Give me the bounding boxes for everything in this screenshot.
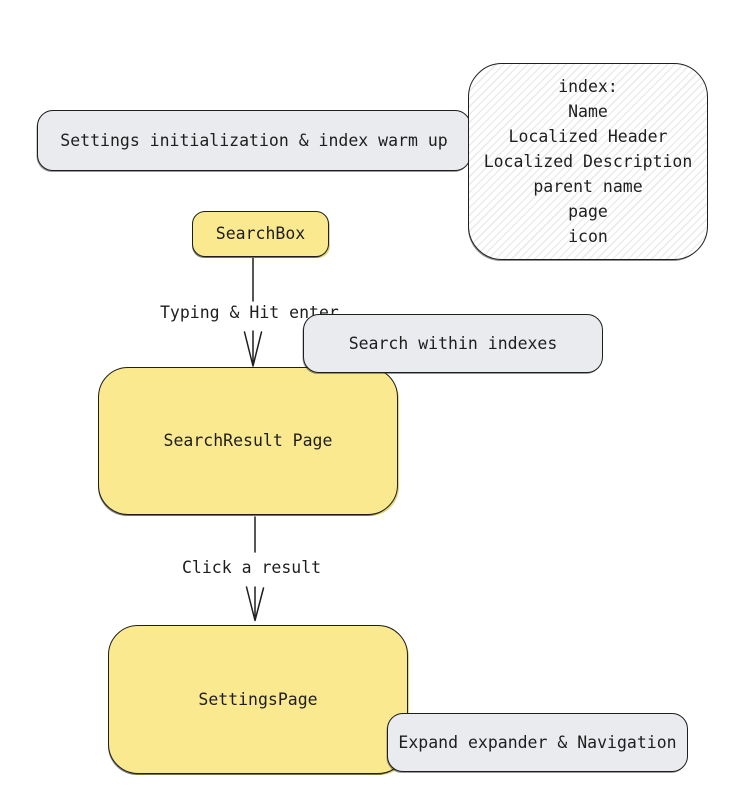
node-expand-expander-navigation-label: Expand expander & Navigation [398, 732, 677, 752]
edge-label-click-a-result: Click a result [182, 558, 322, 577]
node-searchresult-page: SearchResult Page [98, 367, 398, 515]
node-expand-expander-navigation: Expand expander & Navigation [387, 713, 688, 772]
node-index-fields: index: Name Localized Header Localized D… [468, 63, 708, 260]
node-settingspage: SettingsPage [108, 625, 408, 774]
node-settings-initialization-label: Settings initialization & index warm up [60, 130, 448, 150]
arrow-searchresult-to-settingspage [245, 516, 265, 622]
node-searchresult-page-label: SearchResult Page [163, 431, 333, 450]
index-info-line: index: [558, 77, 618, 96]
index-info-line: Name [568, 102, 608, 121]
index-info-line: Localized Header [508, 127, 668, 146]
node-search-within-indexes: Search within indexes [303, 314, 603, 373]
index-info-line: page [568, 202, 608, 221]
arrowhead-down-icon [243, 331, 263, 367]
node-settings-initialization: Settings initialization & index warm up [37, 110, 471, 171]
node-searchbox: SearchBox [192, 211, 329, 257]
arrow-searchbox-to-searchresult [243, 257, 263, 367]
node-settingspage-label: SettingsPage [198, 689, 318, 709]
edge-label-typing-hit-enter: Typing & Hit enter [160, 303, 339, 322]
index-info-line: icon [568, 227, 608, 246]
index-info-line: Localized Description [483, 152, 693, 171]
node-search-within-indexes-label: Search within indexes [348, 333, 558, 353]
index-info-line: parent name [533, 177, 643, 196]
node-searchbox-label: SearchBox [215, 224, 306, 243]
arrowhead-down-icon [245, 586, 265, 622]
